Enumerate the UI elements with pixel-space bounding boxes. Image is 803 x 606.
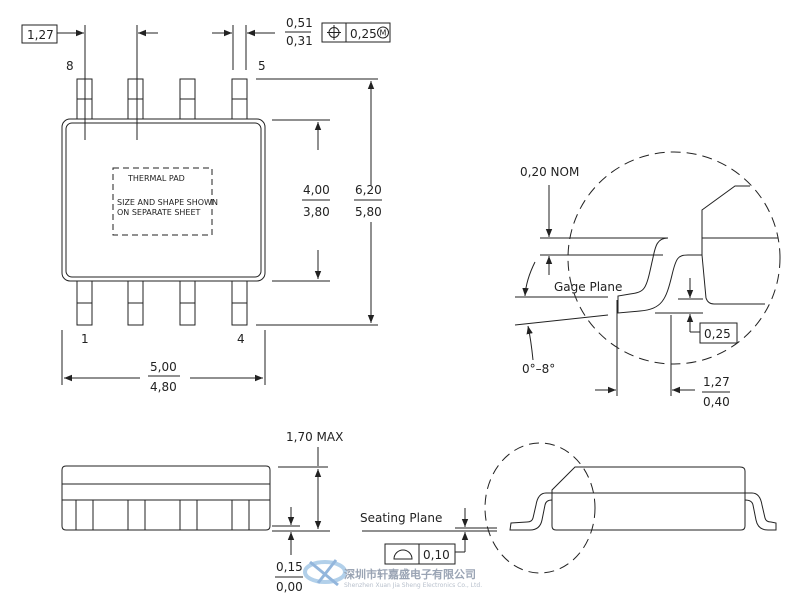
company-logo: [303, 559, 347, 587]
body-width-max: 4,00: [303, 183, 330, 197]
gage-detail-view: 0,20 NOM Gage Plane 0°–8° 0,25 1,27 0,40: [514, 151, 781, 409]
thermal-pad-title: THERMAL PAD: [127, 174, 185, 183]
watermark-company-en: Shenzhen Xuan Jia Sheng Electronics Co.,…: [344, 582, 482, 589]
total-width-max: 6,20: [355, 183, 382, 197]
lead-width-min: 0,31: [286, 34, 313, 48]
bottom-leads: [76, 280, 248, 326]
watermark: 深圳市轩嘉盛电子有限公司 Shenzhen Xuan Jia Sheng Ele…: [303, 559, 482, 589]
mmc-circle-icon: [377, 26, 389, 39]
position-icon: [327, 25, 341, 40]
pitch-box: [21, 24, 58, 44]
height-max: 1,70 MAX: [286, 430, 343, 444]
foot-length-min: 0,40: [703, 395, 730, 409]
seating-plane-label: Seating Plane: [360, 511, 442, 525]
watermark-company-cn: 深圳市轩嘉盛电子有限公司: [344, 567, 476, 581]
standoff-min: 0,00: [276, 580, 303, 594]
gage-height-value: 0,25: [704, 327, 731, 341]
pin-label-5: 5: [258, 59, 266, 73]
top-leads: [76, 78, 248, 120]
position-tolerance-value: 0,25: [350, 27, 377, 41]
thermal-pad-outline: [112, 167, 213, 236]
flatness-value: 0,10: [423, 548, 450, 562]
body-width-min: 3,80: [303, 205, 330, 219]
thermal-pad-note-2: ON SEPARATE SHEET: [117, 208, 201, 217]
body-length-min: 4,80: [150, 380, 177, 394]
angle-label: 0°–8°: [522, 362, 555, 376]
side-view: 1,70 MAX 0,15 0,00 Seating Plane 0,10: [61, 430, 777, 594]
top-view: 1,27 0,51 0,31 0,25 M 8 5 1 4 THERMAL PA…: [21, 16, 391, 394]
foot-length-max: 1,27: [703, 375, 730, 389]
pin-label-8: 8: [66, 59, 74, 73]
body-length-max: 5,00: [150, 360, 177, 374]
pin-label-1: 1: [81, 332, 89, 346]
total-width-min: 5,80: [355, 205, 382, 219]
lead-width-max: 0,51: [286, 16, 313, 30]
gage-plane-label: Gage Plane: [554, 280, 622, 294]
position-tolerance-frame: 0,25 M: [321, 22, 391, 43]
position-modifier: M: [380, 29, 387, 38]
flatness-profile-icon: [393, 549, 413, 560]
pitch-label: 1,27: [27, 28, 54, 42]
thermal-pad-note-1: SIZE AND SHAPE SHOWN: [117, 198, 218, 207]
pin-label-4: 4: [237, 332, 245, 346]
lead-thickness: 0,20 NOM: [520, 165, 579, 179]
standoff-max: 0,15: [276, 560, 303, 574]
